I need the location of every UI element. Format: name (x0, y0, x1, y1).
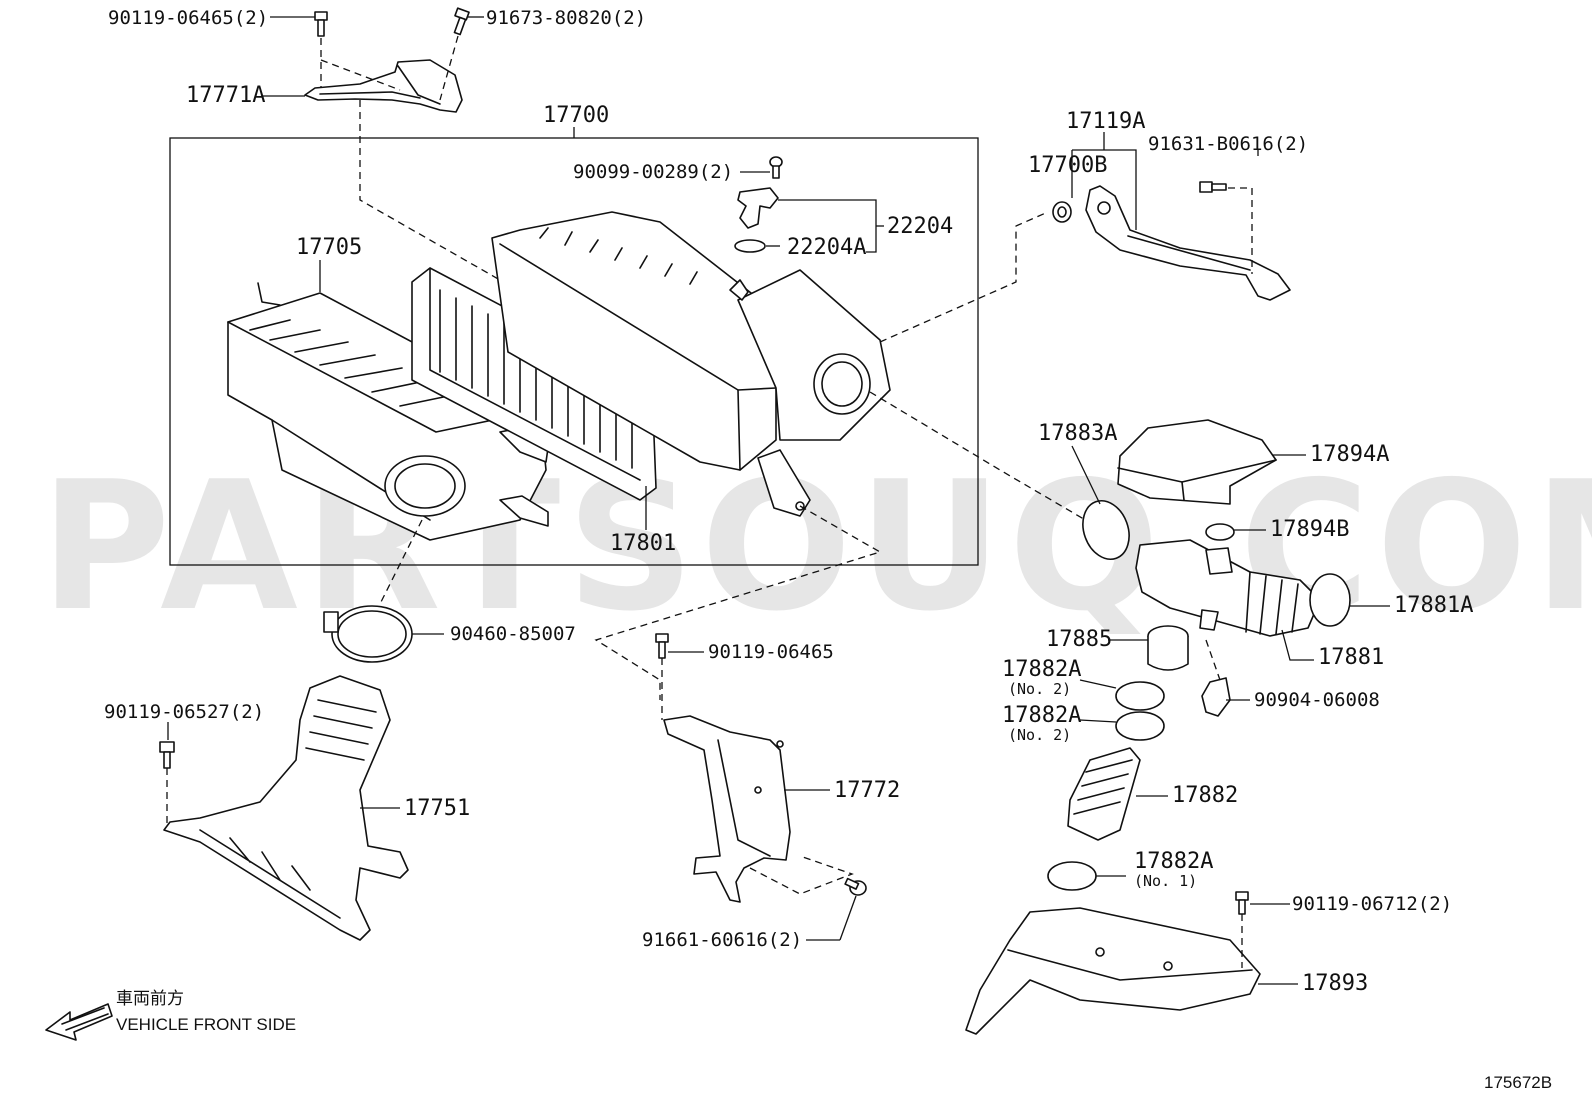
label-22204A[interactable]: 22204A (787, 235, 866, 260)
label-17882A-no2-upper[interactable]: 17882A (1002, 657, 1081, 682)
label-17751[interactable]: 17751 (404, 796, 470, 821)
bolt-91631-B0616-icon (1199, 181, 1227, 193)
direction-japanese: 車両前方 (116, 989, 184, 1008)
label-17772[interactable]: 17772 (834, 778, 900, 803)
bolt-90119-06465-top-icon (314, 11, 328, 37)
bracket-17772[interactable] (663, 715, 791, 903)
label-91673-80820-2[interactable]: 91673-80820(2) (486, 7, 646, 29)
label-17700B[interactable]: 17700B (1028, 153, 1107, 178)
mass-airflow-sensor-22204[interactable] (737, 187, 779, 229)
label-90119-06465-2[interactable]: 90119-06465(2) (108, 7, 268, 29)
sleeve-17885[interactable] (1147, 625, 1189, 671)
clamp-17881A[interactable] (1309, 573, 1351, 627)
bracket-17119A[interactable] (1085, 185, 1291, 301)
label-22204[interactable]: 22204 (887, 214, 953, 239)
label-17894A[interactable]: 17894A (1310, 442, 1389, 467)
clamp-17882A-no2-upper[interactable] (1115, 681, 1165, 711)
label-90460-85007[interactable]: 90460-85007 (450, 623, 576, 645)
clamp-90460-85007[interactable] (323, 605, 413, 663)
grommet-17700B[interactable] (1052, 201, 1072, 223)
label-17882A-no2-upper-sub: (No. 2) (1008, 680, 1071, 698)
resonator-17894A[interactable] (1117, 419, 1277, 505)
label-17894B[interactable]: 17894B (1270, 517, 1349, 542)
bolt-91673-80820-top-icon (453, 7, 470, 36)
air-cleaner-cap-17705[interactable] (227, 282, 549, 541)
label-17883A[interactable]: 17883A (1038, 421, 1117, 446)
air-cleaner-case-body[interactable] (491, 211, 891, 517)
label-90119-06712-2[interactable]: 90119-06712(2) (1292, 893, 1452, 915)
direction-english: VEHICLE FRONT SIDE (116, 1015, 296, 1034)
clamp-17882A-no2-lower[interactable] (1115, 711, 1165, 741)
label-90099-00289-2[interactable]: 90099-00289(2) (573, 161, 733, 183)
union-90904-06008[interactable] (1201, 677, 1231, 717)
vehicle-front-arrow-icon (45, 1003, 113, 1041)
diagram-code: 175672B (1484, 1073, 1552, 1092)
label-91631-B0616-2[interactable]: 91631-B0616(2) (1148, 133, 1308, 155)
air-inlet-duct-17751[interactable] (163, 675, 409, 941)
watermark-text: PARTSOUQ.COM (40, 443, 1592, 650)
label-17801[interactable]: 17801 (610, 531, 676, 556)
label-17882A-no1-sub: (No. 1) (1134, 872, 1197, 890)
screw-90099-00289-icon (769, 156, 783, 179)
o-ring-22204A[interactable] (734, 239, 766, 253)
label-90119-06527-2[interactable]: 90119-06527(2) (104, 701, 264, 723)
bolt-90119-06527-icon (159, 741, 175, 769)
bracket-17771A[interactable] (304, 59, 463, 113)
label-17881[interactable]: 17881 (1318, 645, 1384, 670)
label-17700[interactable]: 17700 (543, 103, 609, 128)
label-17882A-no1[interactable]: 17882A (1134, 849, 1213, 874)
label-17882[interactable]: 17882 (1172, 783, 1238, 808)
intake-hose-17881[interactable] (1135, 539, 1321, 637)
bolt-90119-06712-icon (1235, 891, 1249, 915)
label-17705[interactable]: 17705 (296, 235, 362, 260)
label-17882A-no2-lower[interactable]: 17882A (1002, 703, 1081, 728)
label-17885[interactable]: 17885 (1046, 627, 1112, 652)
bolt-91661-60616-icon (844, 877, 867, 896)
label-17119A[interactable]: 17119A (1066, 109, 1145, 134)
hose-17882[interactable] (1067, 747, 1141, 841)
label-90119-06465[interactable]: 90119-06465 (708, 641, 834, 663)
label-90904-06008[interactable]: 90904-06008 (1254, 689, 1380, 711)
label-17881A[interactable]: 17881A (1394, 593, 1473, 618)
clamp-17883A[interactable] (1075, 494, 1137, 565)
air-filter-element-17801[interactable] (411, 267, 657, 501)
clamp-17882A-no1[interactable] (1047, 861, 1097, 891)
ring-17894B[interactable] (1205, 523, 1235, 541)
intake-duct-17893[interactable] (965, 907, 1261, 1035)
label-17882A-no2-lower-sub: (No. 2) (1008, 726, 1071, 744)
label-17893[interactable]: 17893 (1302, 971, 1368, 996)
label-17771A[interactable]: 17771A (186, 83, 265, 108)
label-91661-60616-2[interactable]: 91661-60616(2) (642, 929, 802, 951)
